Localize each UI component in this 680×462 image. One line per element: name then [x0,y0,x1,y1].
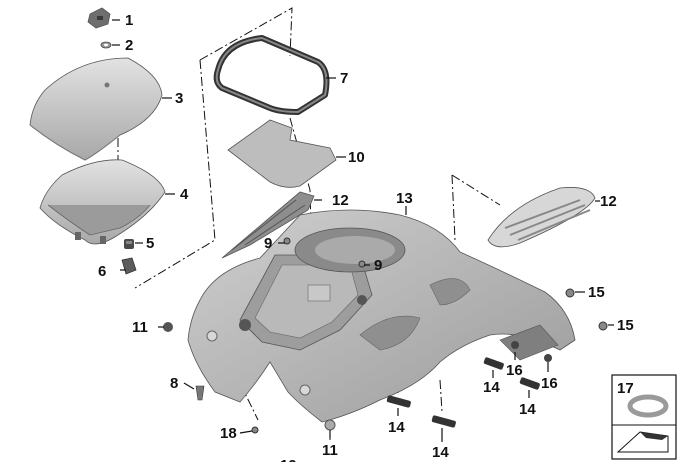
callout-2: 2 [125,37,133,54]
callout-16a: 16 [506,362,523,379]
callout-3: 3 [175,90,183,107]
part-gasket [213,35,330,115]
part-upper-cover [29,57,163,161]
part-nut [124,239,134,249]
part-tank-cover [187,209,576,423]
rubber-strips [386,357,540,428]
callout-18: 18 [220,425,237,442]
callout-13: 13 [396,190,413,207]
callout-14a: 14 [483,379,500,396]
part-trim-right [487,187,596,248]
callout-5: 5 [146,235,154,252]
part-trim-left [221,191,315,259]
callout-12b: 12 [600,193,617,210]
callout-9b: 9 [374,257,382,274]
fasteners [163,237,608,434]
callout-16b: 16 [541,375,558,392]
part-pad [227,119,337,188]
inset-box: 17 [611,374,677,460]
part-clip [87,7,111,29]
inset-label: 17 [617,380,634,397]
callout-14d: 14 [432,444,449,461]
part-bracket [121,257,137,275]
callout-4: 4 [180,186,189,203]
callout-1: 1 [125,12,133,29]
callouts: 1 2 3 4 5 6 7 9 9 10 11 11 12 12 13 14 1… [98,12,634,462]
callout-8: 8 [170,375,178,392]
callout-7: 7 [340,70,348,87]
ring-icon [627,394,669,418]
callout-10: 10 [348,149,365,166]
callout-15a: 15 [588,284,605,301]
callout-12a: 12 [332,192,349,209]
part-lower-cover [39,159,166,245]
callout-14c: 14 [388,419,405,436]
callout-9a: 9 [264,235,272,252]
callout-6: 6 [98,263,106,280]
callout-15b: 15 [617,317,634,334]
callout-19: 19 [280,457,297,462]
leader-lines [112,19,614,442]
part-washer [100,41,112,49]
callout-11a: 11 [132,319,148,336]
callout-11b: 11 [322,442,338,459]
callout-14b: 14 [519,401,536,418]
